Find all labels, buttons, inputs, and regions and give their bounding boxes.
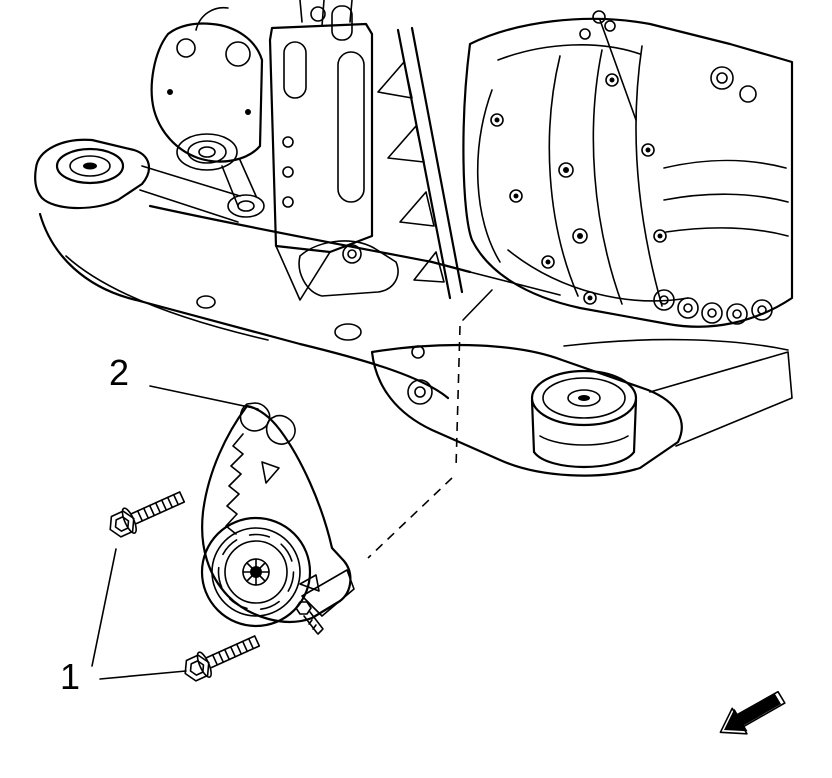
right-bushing-mount [530, 369, 638, 468]
mount-bolt-upper [109, 491, 186, 538]
engine-mount-bracket [200, 402, 355, 635]
top-fittings [299, 0, 353, 41]
left-bushing-arm [34, 138, 241, 223]
callout-label-1: 1 [60, 656, 81, 697]
shroud-panel [377, 26, 464, 300]
leader-line-1a [91, 548, 117, 667]
leader-line-1b [99, 670, 187, 680]
engine-bracket [268, 22, 374, 301]
ac-compressor [150, 6, 265, 218]
subframe-crossmember [38, 204, 793, 477]
transmission-housing [462, 10, 794, 328]
leader-line-2 [149, 385, 259, 410]
callout-label-2: 2 [109, 352, 130, 393]
mount-bolt-lower [184, 635, 261, 682]
view-direction-arrow-icon [719, 690, 786, 735]
dashed-leader-line [367, 289, 493, 559]
